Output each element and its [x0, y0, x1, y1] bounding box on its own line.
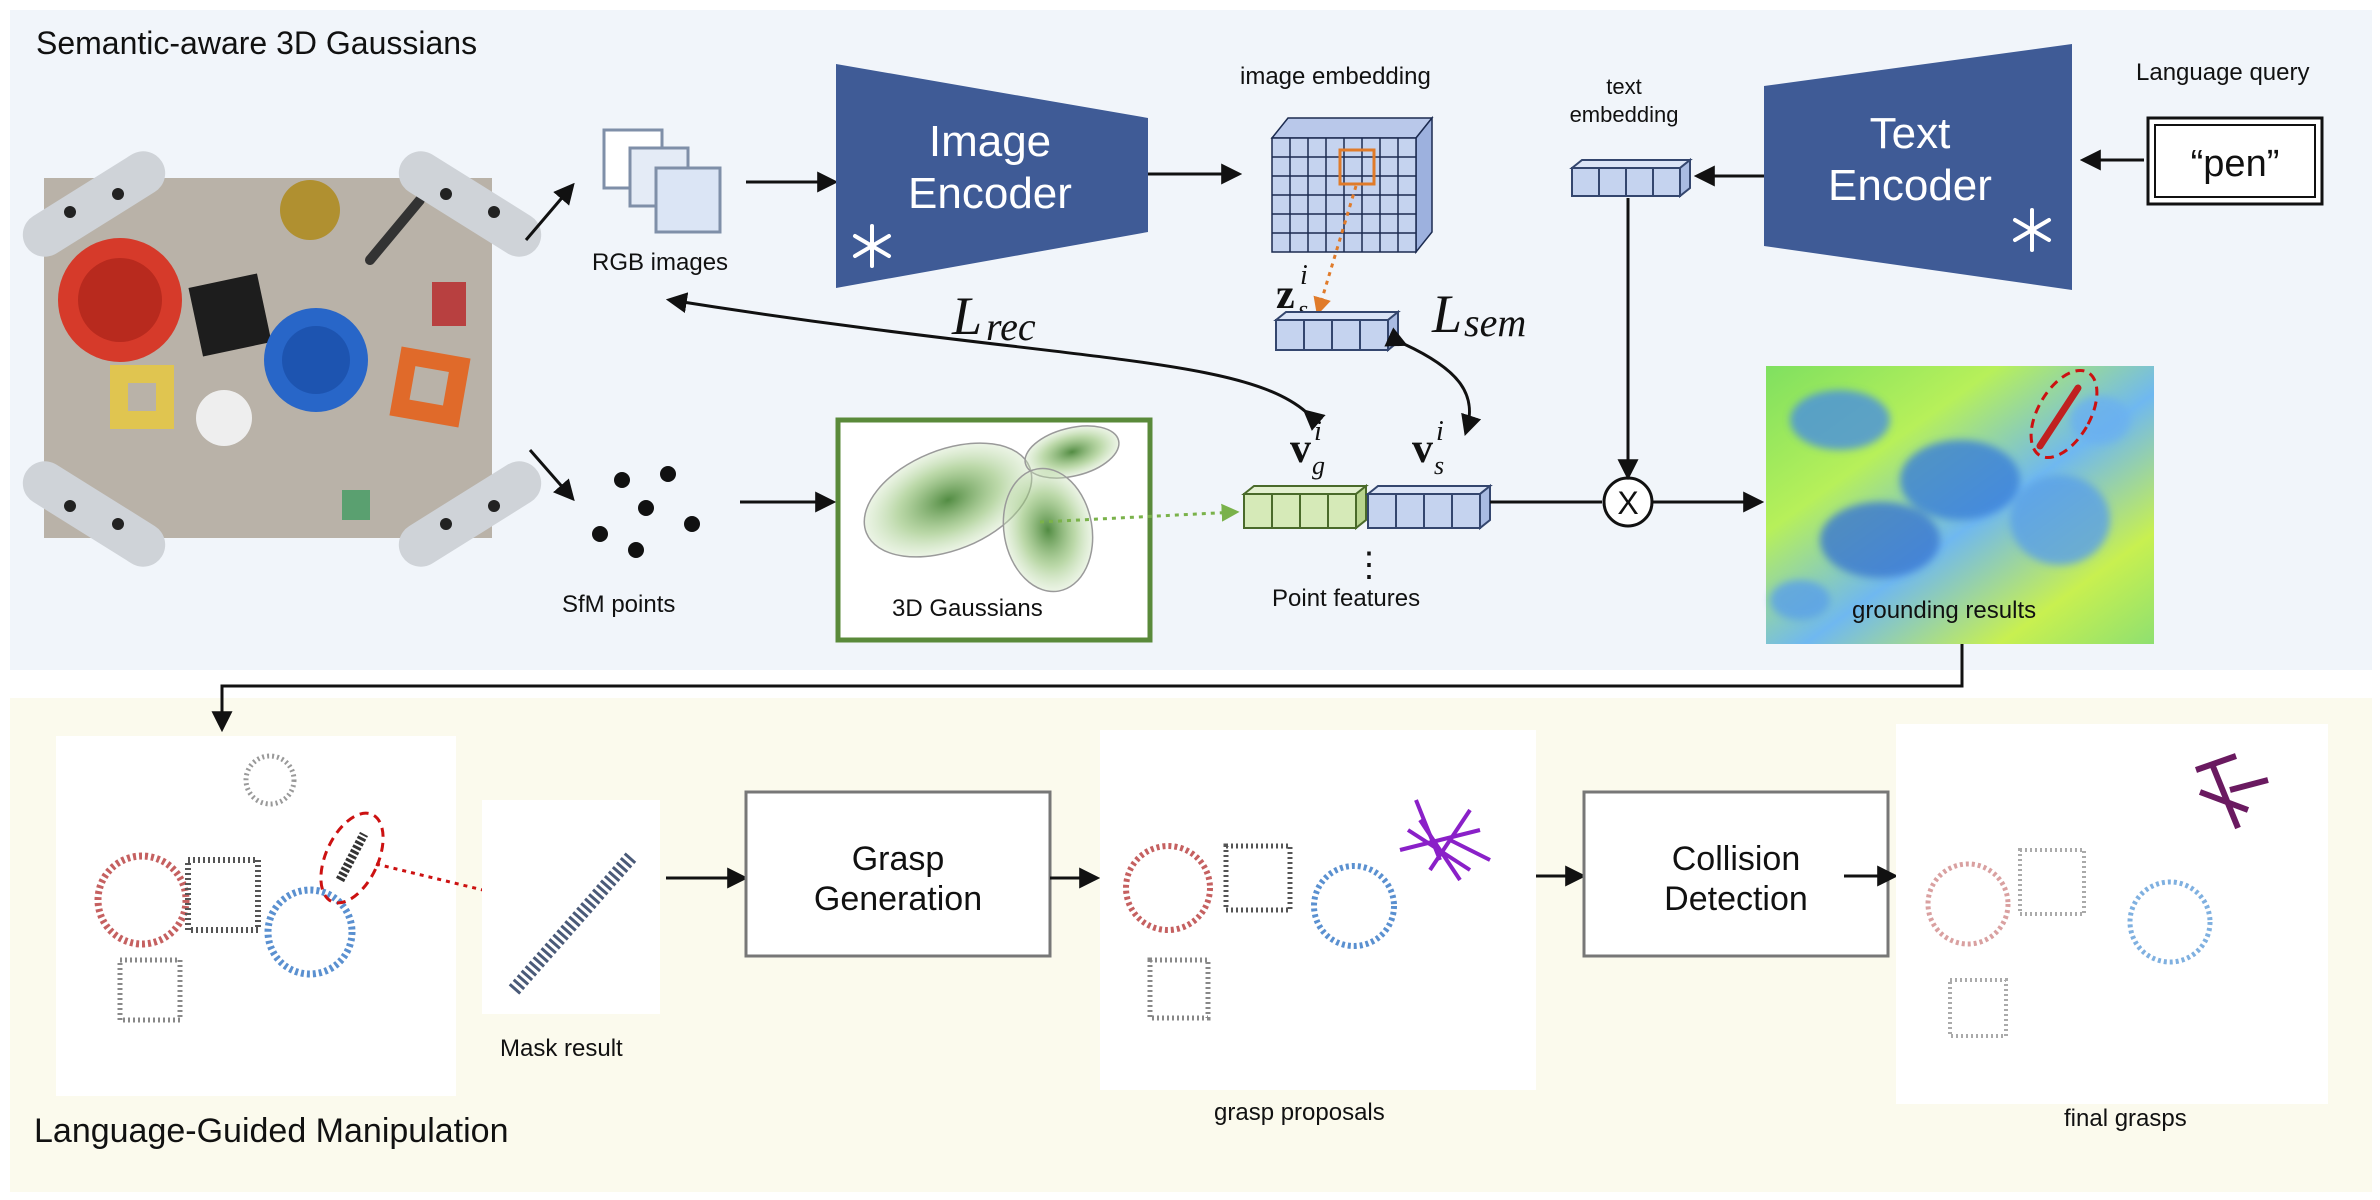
final-grasps-image — [1896, 724, 2328, 1104]
query-box-outer — [2146, 116, 2324, 206]
snowflake-icon-text — [2013, 208, 2051, 252]
text-encoder-line1: Text — [1870, 109, 1951, 158]
image-encoder-line1: Image — [929, 117, 1051, 166]
final-grasps-label: final grasps — [2064, 1105, 2187, 1132]
image-encoder-line2: Encoder — [908, 169, 1072, 218]
image-embedding-label: image embedding — [1240, 63, 1431, 90]
zs-sup: i — [1300, 260, 1308, 291]
point-cloud-scene — [56, 736, 456, 1096]
vg-feature-row — [1241, 483, 1369, 531]
lsem-main: L — [1431, 284, 1462, 344]
bottom-panel-title: Language-Guided Manipulation — [34, 1112, 508, 1150]
top-panel-title: Semantic-aware 3D Gaussians — [36, 25, 477, 61]
grounding-heatmap — [1766, 366, 2154, 644]
collision-detection-line2: Detection — [1664, 880, 1808, 918]
sfm-points-label: SfM points — [562, 591, 675, 618]
language-query-label: Language query — [2136, 59, 2309, 86]
query-box-inner — [2154, 124, 2316, 198]
vs-sub: s — [1434, 451, 1444, 480]
vg-sub: g — [1312, 451, 1325, 480]
gaussian-blobs — [863, 425, 1120, 593]
lsem-arrow — [1384, 327, 1482, 436]
rgb-images-label: RGB images — [592, 249, 728, 276]
lrec-arrow — [665, 292, 1326, 431]
ellipsis-dots: ⋮ — [1352, 546, 1386, 584]
lrec-sub: rec — [986, 304, 1036, 349]
text-encoder-line2: Encoder — [1828, 161, 1992, 210]
query-value: “pen” — [2191, 143, 2280, 185]
scene-photo — [44, 178, 492, 538]
image-encoder-block — [836, 64, 1148, 288]
gaussians-label: 3D Gaussians — [892, 595, 1043, 622]
zs-feature-row — [1273, 309, 1401, 353]
mask-result-image — [482, 800, 660, 1014]
text-embedding-row — [1569, 157, 1693, 199]
sfm-points — [592, 466, 700, 558]
grasp-generation-line1: Grasp — [852, 840, 945, 878]
grounding-label: grounding results — [1852, 597, 2036, 624]
grasp-proposals-image — [1100, 730, 1536, 1090]
collision-detection-box — [1582, 790, 1890, 958]
vg-symbol: v — [1290, 426, 1311, 472]
green-dotted-arrow — [1039, 503, 1240, 524]
vg-sup: i — [1314, 416, 1322, 447]
text-embedding-line1: text — [1606, 74, 1641, 99]
image-embedding-cube — [1270, 115, 1434, 255]
lsem-sub: sem — [1464, 300, 1526, 345]
vs-sup: i — [1436, 416, 1444, 447]
grasp-generation-line2: Generation — [814, 880, 982, 918]
camera-icons — [22, 151, 542, 567]
orange-dotted-arrow — [1313, 185, 1358, 316]
snowflake-icon — [853, 224, 891, 268]
text-encoder-block — [1764, 44, 2072, 290]
mask-result-label: Mask result — [500, 1035, 623, 1062]
rgb-images-stack — [602, 128, 722, 234]
text-embedding-line2: embedding — [1570, 102, 1679, 127]
vs-symbol: v — [1412, 426, 1433, 472]
grasp-proposals-label: grasp proposals — [1214, 1099, 1385, 1126]
lrec-main: L — [951, 286, 982, 346]
grasp-generation-box — [744, 790, 1052, 958]
point-features-label: Point features — [1272, 585, 1420, 612]
multiply-symbol: X — [1617, 485, 1638, 521]
collision-detection-line1: Collision — [1672, 840, 1801, 878]
vs-feature-row — [1365, 483, 1493, 531]
